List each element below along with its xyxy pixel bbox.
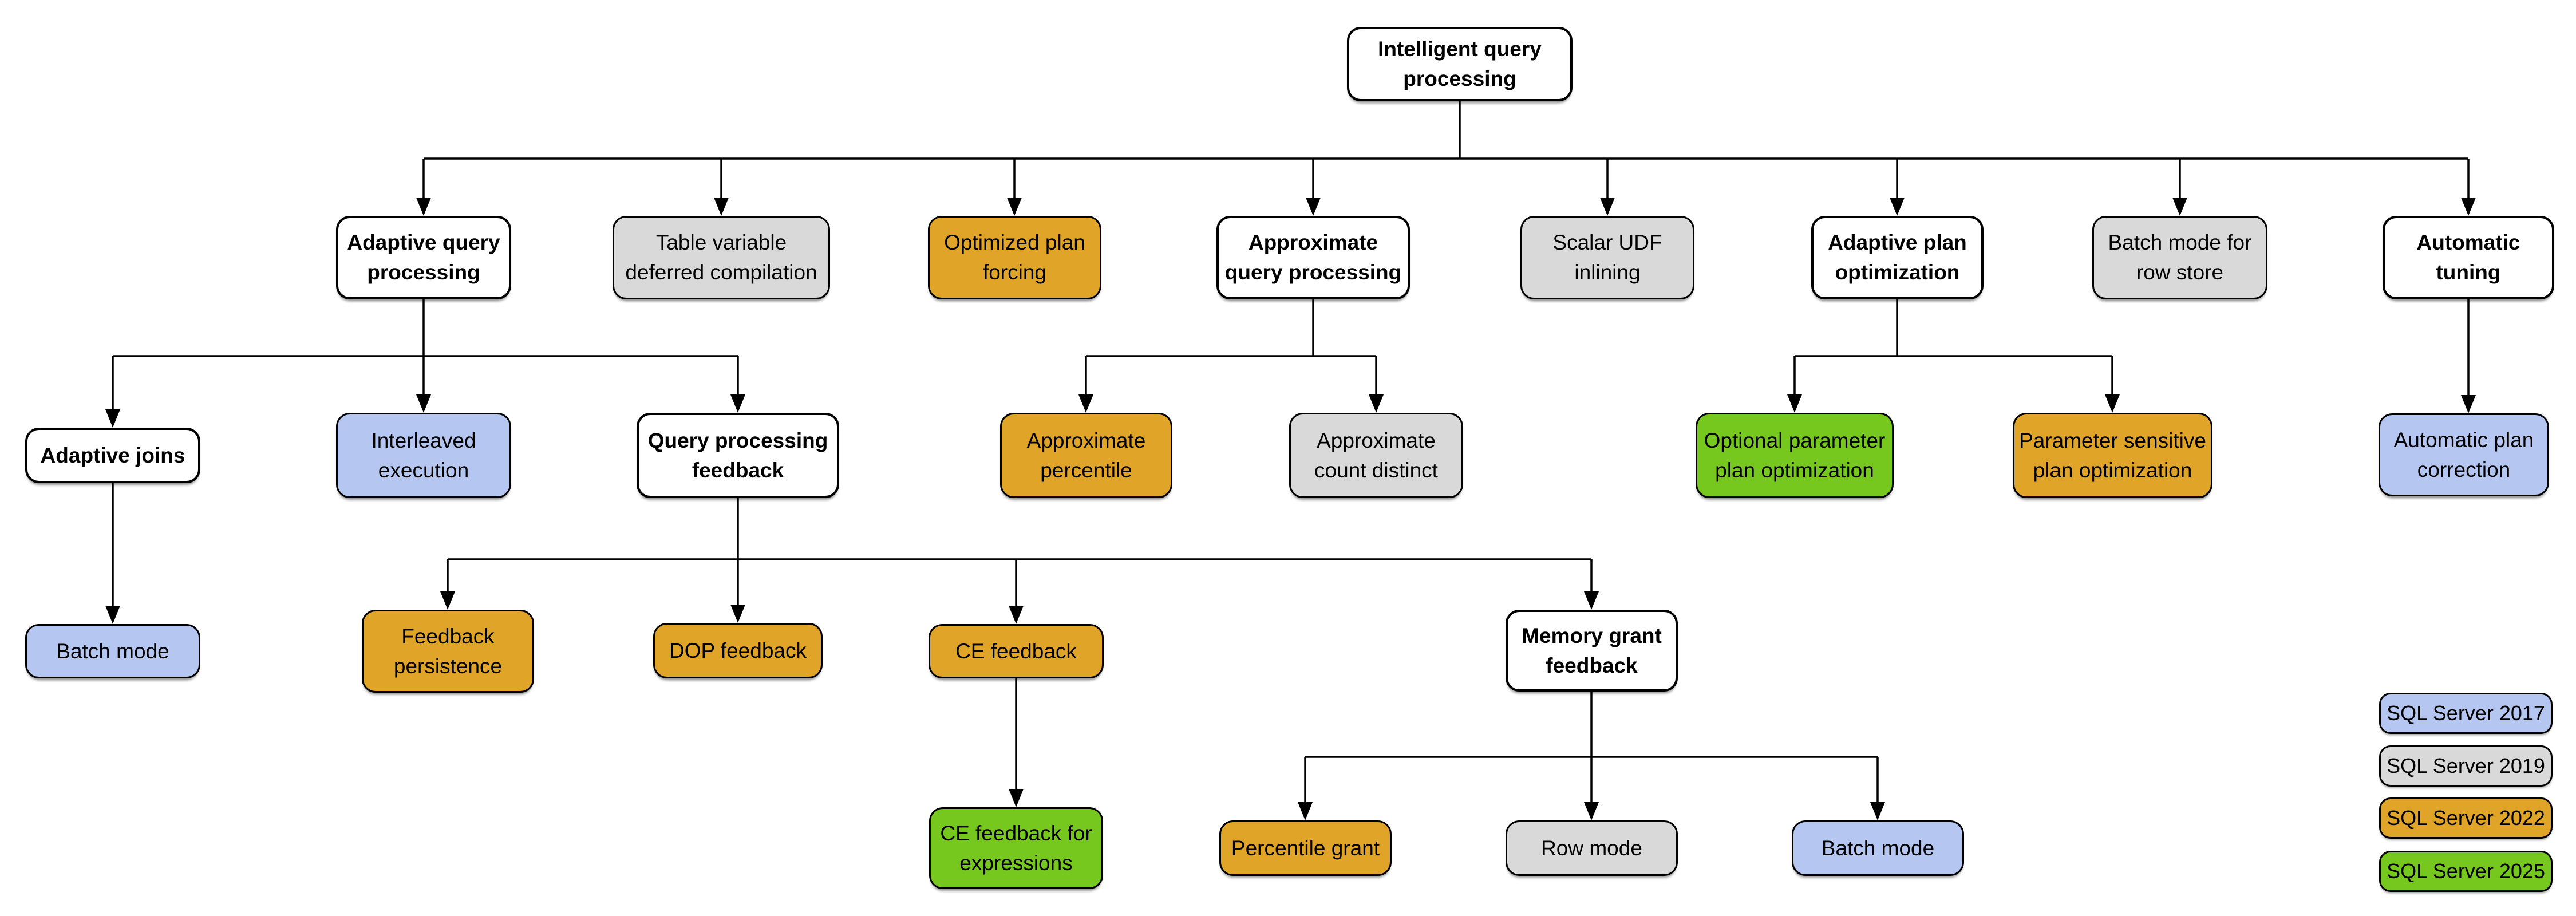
node-adaptive-plan-optimization: Adaptive plan optimization [1811, 216, 1984, 299]
legend-label: SQL Server 2017 [2387, 701, 2545, 725]
node-interleaved-execution: Interleaved execution [336, 413, 511, 498]
node-memory-grant-feedback: Memory grant feedback [1506, 610, 1678, 692]
node-table-variable-deferred-compilation: Table variable deferred compilation [613, 216, 830, 299]
node-label: Automatic plan correction [2393, 428, 2534, 481]
node-label: Adaptive joins [40, 443, 185, 467]
legend-label: SQL Server 2022 [2387, 806, 2545, 830]
node-optional-parameter-plan-optimization: Optional parameter plan optimization [1696, 413, 1894, 498]
node-batch-mode-memory-grant: Batch mode [1792, 820, 1964, 876]
node-feedback-persistence: Feedback persistence [362, 610, 534, 693]
node-label: Interleaved execution [371, 428, 476, 482]
node-label: Intelligent query processing [1378, 37, 1542, 90]
node-row-mode: Row mode [1506, 820, 1678, 876]
node-label: Parameter sensitive plan optimization [2019, 428, 2206, 482]
node-percentile-grant: Percentile grant [1219, 820, 1392, 876]
node-intelligent-query-processing: Intelligent query processing [1347, 27, 1573, 101]
node-approximate-count-distinct: Approximate count distinct [1289, 413, 1463, 498]
node-ce-feedback-for-expressions: CE feedback for expressions [929, 807, 1103, 889]
node-label: Query processing feedback [647, 428, 828, 482]
node-ce-feedback: CE feedback [929, 624, 1104, 678]
node-label: Feedback persistence [393, 624, 503, 678]
node-dop-feedback: DOP feedback [653, 623, 823, 678]
node-optimized-plan-forcing: Optimized plan forcing [928, 216, 1101, 299]
node-adaptive-query-processing: Adaptive query processing [336, 216, 511, 299]
node-approximate-percentile: Approximate percentile [1000, 413, 1172, 498]
node-label: Table variable deferred compilation [625, 231, 817, 284]
node-batch-mode-for-row-store: Batch mode for row store [2092, 216, 2267, 299]
node-label: Row mode [1541, 836, 1642, 860]
node-parameter-sensitive-plan-optimization: Parameter sensitive plan optimization [2013, 413, 2212, 498]
node-label: Adaptive plan optimization [1828, 231, 1967, 284]
node-label: Scalar UDF inlining [1552, 231, 1662, 284]
legend-label: SQL Server 2025 [2387, 859, 2545, 883]
node-automatic-tuning: Automatic tuning [2383, 216, 2554, 299]
node-label: Approximate count distinct [1314, 428, 1438, 482]
node-label: CE feedback [955, 639, 1077, 663]
node-approximate-query-processing: Approximate query processing [1216, 216, 1410, 299]
node-label: Approximate percentile [1026, 428, 1146, 482]
node-label: CE feedback for expressions [940, 821, 1092, 875]
node-scalar-udf-inlining: Scalar UDF inlining [1520, 216, 1694, 299]
node-label: Batch mode for row store [2108, 231, 2252, 284]
node-adaptive-joins: Adaptive joins [25, 428, 200, 483]
legend-sql-server-2019: SQL Server 2019 [2379, 745, 2553, 787]
node-label: Batch mode [1821, 836, 1935, 860]
node-label: Optimized plan forcing [944, 231, 1085, 284]
node-label: Percentile grant [1231, 836, 1380, 860]
node-label: Batch mode [56, 639, 169, 663]
node-label: Optional parameter plan optimization [1704, 428, 1886, 482]
node-automatic-plan-correction: Automatic plan correction [2379, 413, 2549, 496]
node-label: Automatic tuning [2416, 231, 2520, 284]
legend-sql-server-2017: SQL Server 2017 [2379, 693, 2553, 734]
node-label: Memory grant feedback [1522, 623, 1662, 677]
legend-label: SQL Server 2019 [2387, 754, 2545, 777]
legend-sql-server-2022: SQL Server 2022 [2379, 797, 2553, 839]
tree-edges [112, 101, 2470, 811]
node-batch-mode-adaptive-joins: Batch mode [25, 624, 200, 678]
node-label: Approximate query processing [1224, 231, 1402, 284]
legend-sql-server-2025: SQL Server 2025 [2379, 851, 2553, 892]
node-label: DOP feedback [669, 638, 807, 662]
node-label: Adaptive query processing [347, 231, 500, 284]
node-query-processing-feedback: Query processing feedback [637, 413, 839, 498]
